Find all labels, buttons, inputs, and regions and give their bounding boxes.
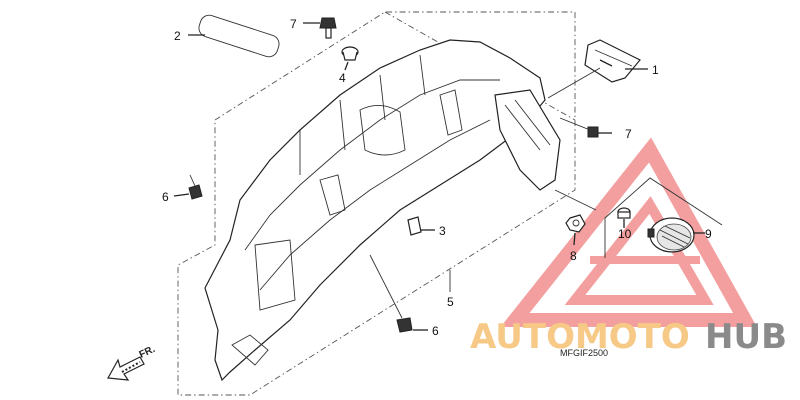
sub-frame-bracket bbox=[554, 177, 723, 258]
rear-fender-body bbox=[204, 39, 561, 382]
callout-1: 1 bbox=[652, 63, 659, 77]
drawing-code: MFGIF2500 bbox=[560, 348, 608, 358]
callout-5: 5 bbox=[447, 295, 454, 309]
callout-6-left: 6 bbox=[162, 190, 169, 204]
clip-part-3: 3 bbox=[407, 216, 446, 238]
callout-2: 2 bbox=[174, 29, 181, 43]
bolt-part-6-left: 6 bbox=[162, 174, 203, 204]
bolt-part-7-upper: 7 bbox=[290, 17, 337, 39]
callout-10: 10 bbox=[618, 227, 632, 241]
callout-7-right: 7 bbox=[625, 127, 632, 141]
collar-part-10: 10 bbox=[617, 207, 632, 241]
callout-7-upper: 7 bbox=[290, 17, 297, 31]
bolt-part-7-right: 7 bbox=[559, 117, 632, 141]
bolt-part-6-lower: 6 bbox=[369, 254, 439, 338]
front-direction-arrow: FR. bbox=[107, 344, 157, 381]
watermark-text-hub: HUB bbox=[705, 317, 787, 357]
callout-8: 8 bbox=[570, 249, 577, 263]
front-marker-label: FR. bbox=[138, 344, 157, 361]
nut-part-8: 8 bbox=[565, 214, 586, 263]
seal-ring-part-2: 2 bbox=[174, 14, 280, 58]
fender-part-5-label: 5 bbox=[447, 270, 454, 309]
watermark-logo: AUTOMOTO HUB bbox=[470, 317, 787, 357]
reflector-part-9: 9 bbox=[647, 217, 712, 253]
watermark-text-automoto: AUTOMOTO bbox=[470, 317, 690, 357]
grommet-part-4: 4 bbox=[339, 46, 359, 85]
callout-4: 4 bbox=[339, 71, 346, 85]
cover-plate-part-1: 1 bbox=[547, 39, 659, 99]
watermark-triangle bbox=[500, 137, 757, 327]
callout-3: 3 bbox=[439, 224, 446, 238]
callout-9: 9 bbox=[705, 227, 712, 241]
callout-6-lower: 6 bbox=[432, 324, 439, 338]
